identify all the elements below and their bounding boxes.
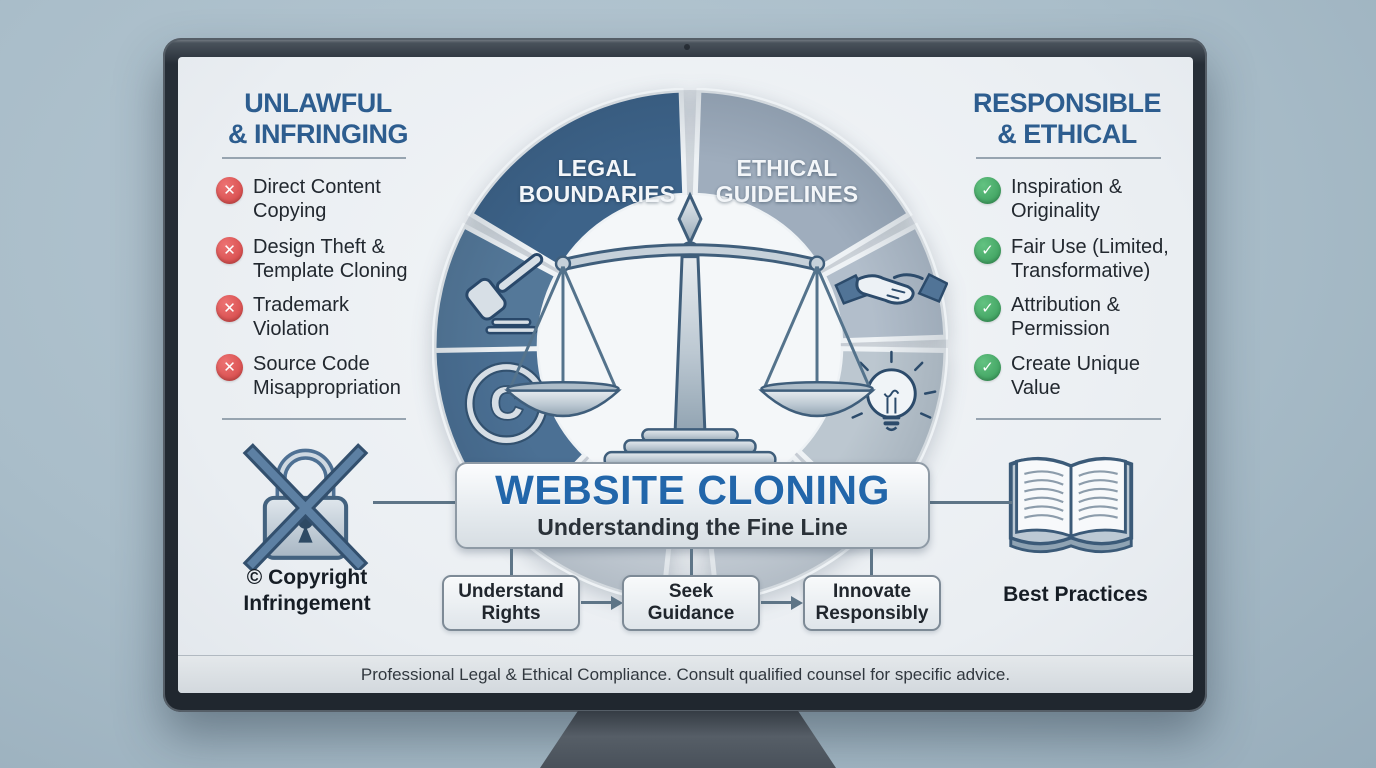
title-banner: WEBSITE CLONING Understanding the Fine L… — [455, 462, 930, 549]
check-circle-icon: ✓ — [974, 354, 1001, 381]
left-panel-heading: UNLAWFUL & INFRINGING — [222, 88, 414, 149]
caption-line2: Infringement — [243, 592, 371, 616]
x-circle-icon: ✕ — [216, 354, 243, 381]
list-item: ✓ Inspiration & Originality — [974, 176, 1179, 223]
item-label: Direct Content Copying — [253, 176, 381, 222]
best-practices-caption: Best Practices — [1003, 583, 1148, 606]
copyright-infringement-caption: © Copyright Infringement — [207, 565, 407, 618]
list-item: ✕ Design Theft & Template Cloning — [216, 236, 421, 283]
list-item: ✕ Trademark Violation — [216, 294, 421, 341]
crossed-padlock-icon — [242, 443, 369, 570]
x-circle-icon: ✕ — [216, 237, 243, 264]
wheel-label-ethical-guidelines: ETHICAL GUIDELINES — [715, 155, 859, 208]
right-top-divider — [976, 157, 1161, 159]
left-heading-line2: & INFRINGING — [228, 118, 409, 149]
flow-step-seek-guidance: Seek Guidance — [622, 575, 760, 631]
connector-left — [373, 501, 455, 504]
wheel-label-legal-boundaries: LEGAL BOUNDARIES — [518, 155, 676, 208]
webcam-dot-icon — [684, 44, 690, 50]
gavel-icon — [465, 253, 544, 335]
left-heading-line1: UNLAWFUL — [244, 88, 392, 118]
connector-right — [930, 501, 1012, 504]
item-label: Attribution & Permission — [1011, 294, 1120, 340]
scales-of-justice-icon — [504, 191, 876, 469]
left-top-divider — [222, 157, 406, 159]
check-circle-icon: ✓ — [974, 295, 1001, 322]
caption-line1: © Copyright — [246, 566, 368, 589]
disclaimer-bar: Professional Legal & Ethical Compliance.… — [178, 655, 1193, 693]
check-circle-icon: ✓ — [974, 177, 1001, 204]
connector-step-3 — [870, 549, 873, 575]
infographic-screen: C — [178, 57, 1193, 693]
open-book-icon — [1008, 456, 1134, 554]
right-heading-line2: & ETHICAL — [997, 118, 1137, 149]
item-label: Source Code Misappropriation — [253, 353, 401, 399]
connector-step-1 — [510, 549, 513, 575]
connector-step-2 — [690, 549, 693, 575]
item-label: Design Theft & Template Cloning — [253, 236, 408, 282]
right-panel-heading: RESPONSIBLE & ETHICAL — [971, 88, 1163, 149]
flow-step-understand-rights: Understand Rights — [442, 575, 580, 631]
list-item: ✕ Source Code Misappropriation — [216, 353, 421, 400]
monitor-stand — [540, 711, 836, 768]
flow-step-label: Understand Rights — [458, 581, 564, 624]
page-title: WEBSITE CLONING — [495, 467, 890, 513]
x-circle-icon: ✕ — [216, 295, 243, 322]
item-label: Fair Use (Limited, Transformative) — [1011, 236, 1169, 282]
list-item: ✓ Create Unique Value — [974, 353, 1179, 400]
check-circle-icon: ✓ — [974, 237, 1001, 264]
arrow-right-icon — [761, 596, 803, 610]
disclaimer-text: Professional Legal & Ethical Compliance.… — [360, 665, 1011, 684]
left-bottom-divider — [222, 418, 406, 420]
right-heading-line1: RESPONSIBLE — [972, 88, 1162, 118]
handshake-icon — [834, 272, 948, 305]
flow-step-label: Innovate Responsibly — [815, 581, 929, 624]
right-bottom-divider — [976, 418, 1161, 420]
page-subtitle: Understanding the Fine Line — [537, 514, 848, 541]
arrow-right-icon — [581, 596, 623, 610]
item-label: Inspiration & Originality — [1011, 176, 1123, 222]
list-item: ✓ Attribution & Permission — [974, 294, 1179, 341]
item-label: Create Unique Value — [1011, 353, 1140, 399]
list-item: ✕ Direct Content Copying — [216, 176, 421, 223]
list-item: ✓ Fair Use (Limited, Transformative) — [974, 236, 1179, 283]
x-circle-icon: ✕ — [216, 177, 243, 204]
flow-step-innovate-responsibly: Innovate Responsibly — [803, 575, 941, 631]
flow-step-label: Seek Guidance — [647, 581, 735, 624]
item-label: Trademark Violation — [253, 294, 349, 340]
